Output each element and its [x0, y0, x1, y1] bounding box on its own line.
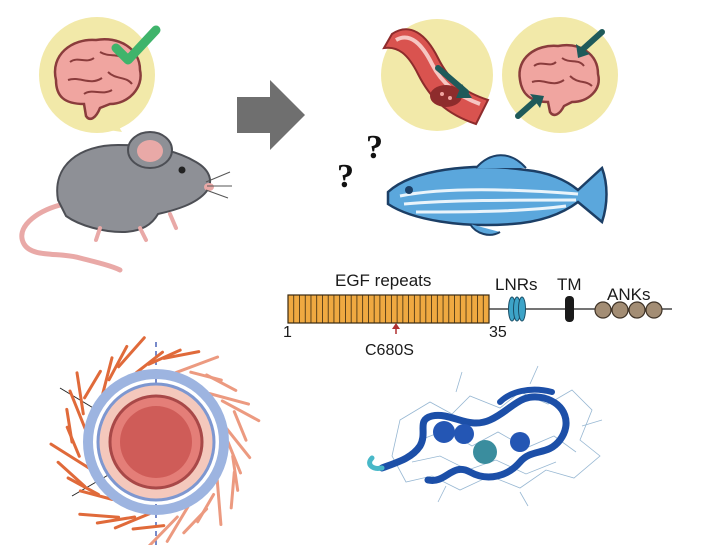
end-repeat-label: 35: [489, 324, 507, 341]
tm-domain: [565, 296, 574, 322]
ank-domain: [645, 301, 663, 319]
right-arrow-icon: [237, 80, 305, 150]
egf-repeat-lines: [293, 295, 484, 323]
ank-domain: [628, 301, 646, 319]
egf-repeats-label: EGF repeats: [335, 271, 432, 290]
zebrafish-icon: [386, 154, 608, 236]
collagen-fiber: [147, 515, 179, 545]
collagen-fiber: [101, 356, 114, 395]
lnr-domain: [518, 296, 526, 322]
collagen-fiber: [78, 489, 115, 501]
collagen-fiber: [229, 470, 236, 510]
blood-vessel-icon: [381, 19, 493, 131]
collagen-fiber: [75, 371, 85, 416]
collagen-fiber: [174, 355, 220, 375]
collagen-fiber: [68, 389, 87, 431]
ank-domain: [594, 301, 612, 319]
collagen-fiber: [131, 524, 166, 531]
mouse-icon: [19, 131, 232, 273]
ank-domain: [611, 301, 629, 319]
lnr-domains: [508, 296, 526, 322]
protein-domain-diagram: [287, 294, 672, 334]
tm-label: TM: [557, 275, 582, 294]
egf-block: [287, 294, 490, 324]
question-marks-icon: ? ?: [337, 129, 383, 195]
collagen-fiber: [78, 512, 121, 519]
vessel-cross-section-icon: [49, 336, 261, 545]
lnrs-label: LNRs: [495, 275, 538, 294]
ank-domains: [594, 301, 663, 319]
mutation-label: C680S: [365, 342, 414, 359]
mutation-arrowhead: [392, 323, 400, 329]
start-residue-label: 1: [283, 324, 292, 341]
collagen-fiber: [107, 344, 129, 382]
collagen-fiber: [95, 515, 137, 525]
collagen-fiber: [225, 427, 252, 460]
collagen-fiber: [182, 507, 209, 535]
collagen-fiber: [232, 410, 248, 442]
protein-structure-icon: [367, 365, 603, 507]
anks-label: ANKs: [607, 285, 651, 304]
collagen-fiber: [113, 512, 151, 530]
svg-text:?: ?: [366, 129, 383, 166]
collagen-fiber: [56, 460, 87, 488]
collagen-fiber: [165, 505, 190, 543]
collagen-fiber: [205, 373, 238, 392]
brain-check-icon: [39, 17, 161, 133]
brain-arrows-icon: [502, 17, 618, 133]
collagen-fiber: [117, 336, 146, 369]
svg-text:?: ?: [337, 158, 354, 195]
collagen-fiber: [207, 392, 250, 406]
collagen-fiber: [162, 350, 201, 360]
collagen-fiber: [49, 442, 91, 470]
collagen-fiber: [215, 478, 223, 526]
collagen-fiber: [220, 399, 261, 423]
collagen-fiber: [65, 407, 74, 444]
collagen-fiber: [83, 369, 102, 400]
